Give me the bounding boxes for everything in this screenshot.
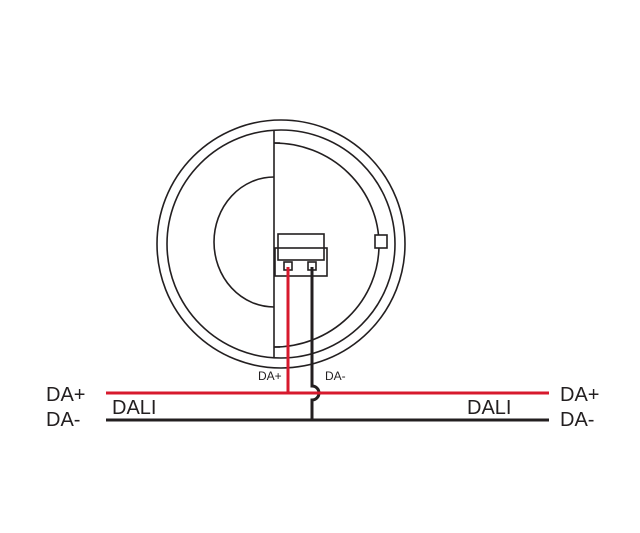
right-da-minus-label: DA- [560, 409, 594, 431]
wire-da-minus [310, 267, 321, 420]
right-dali-label: DALI [467, 397, 511, 419]
device-indicator-square [374, 234, 388, 249]
device [156, 119, 406, 369]
device-right-inner-arc [273, 142, 380, 348]
device-right-inner-arc-caps [274, 142, 280, 348]
left-dali-label: DALI [112, 397, 156, 419]
device-outer-ring [156, 119, 406, 369]
terminal-label-da-plus: DA+ [258, 369, 282, 383]
device-inner-ring [166, 129, 396, 359]
device-lens-semicircle [213, 176, 275, 308]
right-da-plus-label: DA+ [560, 384, 599, 406]
labels: DA+ DA- DA+ DA- DALI DALI DA+ DA- [46, 369, 599, 431]
left-da-plus-label: DA+ [46, 384, 85, 406]
left-da-minus-label: DA- [46, 409, 80, 431]
terminal-block-top [277, 233, 325, 261]
dali-bus [106, 391, 549, 422]
terminal-label-da-minus: DA- [325, 369, 346, 383]
terminal-block-body [274, 247, 328, 277]
